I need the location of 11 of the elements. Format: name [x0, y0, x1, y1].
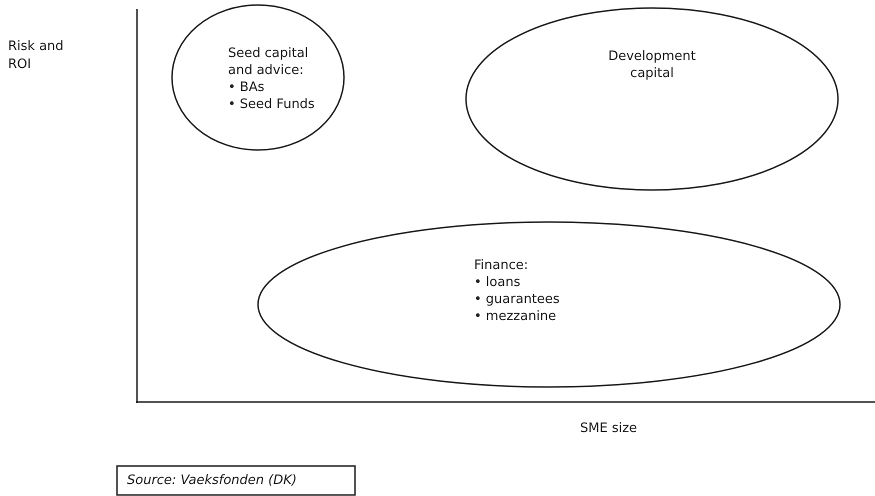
list-item: • Seed Funds — [228, 96, 315, 113]
axis-label: Risk and ROI — [8, 38, 65, 74]
list-item: • BAs — [228, 79, 264, 96]
source-note: Source: Vaeksfonden (DK) — [127, 472, 297, 489]
region-heading: Development capital — [607, 48, 697, 82]
list-item: • loans — [474, 274, 520, 291]
axis-label: SME size — [580, 420, 638, 438]
region-heading: Seed capital and advice: — [228, 45, 310, 79]
list-item: • mezzanine — [474, 308, 556, 325]
region-heading: Finance: — [474, 257, 528, 274]
list-item: • guarantees — [474, 291, 560, 308]
